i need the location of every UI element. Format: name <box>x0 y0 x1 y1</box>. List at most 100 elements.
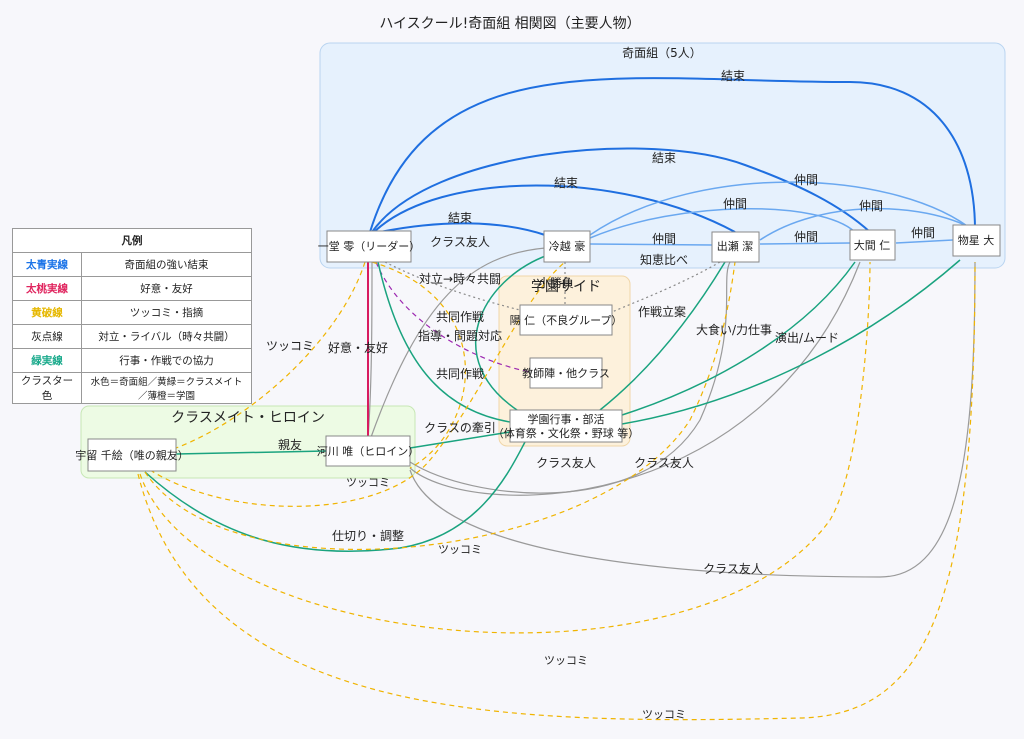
legend-row: 太桃実線 好意・友好 <box>12 276 252 301</box>
svg-text:冷越 豪: 冷越 豪 <box>549 239 586 253</box>
label-nakama-4: 仲間 <box>652 232 676 246</box>
label-taiji: 対立→時々共闘 <box>419 271 501 286</box>
svg-text:陽 仁（不良グループ）: 陽 仁（不良グループ） <box>510 313 623 327</box>
label-tsukkomi-4: ツッコミ <box>544 654 588 667</box>
node-chie[interactable]: 宇留 千絵（唯の親友） <box>75 438 189 472</box>
edge-kiyoshi-jin <box>759 242 851 245</box>
node-rei[interactable]: 一堂 零（リーダー） <box>318 230 421 263</box>
edge-jin-events <box>621 261 856 416</box>
label-classpull: クラスの牽引 <box>424 420 496 435</box>
edge-jin-dai <box>895 239 954 244</box>
legend-table: 凡例 太青実線 奇面組の強い結束 太桃実線 好意・友好 黄破線 ツッコミ・指摘 … <box>12 228 252 404</box>
node-events[interactable]: 学園行事・部活 （体育祭・文化祭・野球 等） <box>493 409 640 443</box>
label-tsukkomi-2: ツッコミ <box>346 476 390 489</box>
legend-desc: 好意・友好 <box>81 276 252 301</box>
label-enshutsu: 演出/ムード <box>775 330 839 345</box>
edge-rei-kiyoshi <box>373 184 736 233</box>
edge-dai-events <box>621 259 961 425</box>
edge-yui-kiyoshi <box>409 261 731 494</box>
edge-yui-rei-tsukkomi <box>371 261 467 469</box>
cluster-label-kimengumi: 奇面組（5人） <box>622 46 702 60</box>
edge-chie-events <box>144 441 526 553</box>
label-nakama-1: 仲間 <box>794 173 818 187</box>
edge-chie-kiyoshi <box>144 261 736 550</box>
node-yui[interactable]: 河川 唯（ヒロイン） <box>317 435 420 467</box>
edge-go-jin <box>589 207 856 239</box>
legend-key: 太桃実線 <box>12 276 82 301</box>
label-tsukkomi-3: ツッコミ <box>438 543 482 556</box>
legend-key: クラスター色 <box>12 372 82 404</box>
legend-row: 緑実線 行事・作戦での協力 <box>12 348 252 373</box>
node-go[interactable]: 冷越 豪 <box>543 230 591 263</box>
svg-text:一堂 零（リーダー）: 一堂 零（リーダー） <box>318 239 421 253</box>
edge-chie-dai <box>137 261 976 721</box>
node-dai[interactable]: 物星 大 <box>952 224 1001 257</box>
label-shidou: 指導・問題対応 <box>418 328 502 343</box>
node-teachers[interactable]: 教師陣・他クラス <box>522 357 610 389</box>
label-koui: 好意・友好 <box>328 340 388 355</box>
svg-text:宇留 千絵（唯の親友）: 宇留 千絵（唯の親友） <box>75 448 189 462</box>
label-classfriend-4: クラス友人 <box>703 562 763 576</box>
node-jin[interactable]: 大間 仁 <box>849 229 896 261</box>
legend-key: 太青実線 <box>12 252 82 277</box>
edge-rei-jin <box>371 147 871 233</box>
svg-text:出瀬 潔: 出瀬 潔 <box>717 239 754 253</box>
edge-rei-dai <box>369 77 976 233</box>
legend-desc: 対立・ライバル（時々共闘） <box>81 324 252 349</box>
edge-rei-go <box>379 222 546 236</box>
edge-go-yui <box>369 247 546 441</box>
svg-text:（体育祭・文化祭・野球 等）: （体育祭・文化祭・野球 等） <box>493 426 640 440</box>
label-tsukkomi-1: ツッコミ <box>266 339 314 353</box>
edge-yui-events <box>409 431 511 449</box>
legend-desc: 行事・作戦での協力 <box>81 348 252 373</box>
label-classfriend-top: クラス友人 <box>430 235 490 249</box>
edge-yui-jin <box>409 261 861 496</box>
edge-yui-dai <box>409 261 976 578</box>
legend-desc: ツッコミ・指摘 <box>81 300 252 325</box>
node-kiyoshi[interactable]: 出瀬 潔 <box>711 231 760 263</box>
label-kessoku-2: 結束 <box>652 151 676 165</box>
edge-chie-jin <box>139 261 871 634</box>
cluster-label-classmates: クラスメイト・ヒロイン <box>171 410 325 426</box>
edge-rei-teachers <box>375 261 531 373</box>
edge-kiyoshi-jin2 <box>611 261 721 313</box>
edge-go-events <box>475 254 549 413</box>
svg-text:教師陣・他クラス: 教師陣・他クラス <box>522 367 610 380</box>
edge-chie-rei <box>175 261 366 449</box>
label-classfriend-2: クラス友人 <box>536 456 596 470</box>
legend-title: 凡例 <box>12 228 252 253</box>
edge-go-dai <box>589 181 976 236</box>
label-nakama-3: 仲間 <box>859 199 883 213</box>
label-kessoku-4: 結束 <box>448 211 472 225</box>
label-nakama-5: 仲間 <box>794 230 818 244</box>
label-nakama-6: 仲間 <box>911 226 935 240</box>
label-ookui: 大食い/力仕事 <box>696 322 772 337</box>
label-kessoku-1: 結束 <box>721 69 745 83</box>
svg-text:河川 唯（ヒロイン）: 河川 唯（ヒロイン） <box>317 445 420 458</box>
label-kessoku-3: 結束 <box>554 176 578 190</box>
legend-key: 黄破線 <box>12 300 82 325</box>
edge-rei-events <box>377 261 511 423</box>
label-chiebe: 知恵比べ <box>640 253 688 267</box>
legend-row: 黄破線 ツッコミ・指摘 <box>12 300 252 325</box>
legend-row: クラスター色 水色＝奇面組／黄緑＝クラスメイト／薄橙＝学園 <box>12 372 252 404</box>
legend-desc: 水色＝奇面組／黄緑＝クラスメイト／薄橙＝学園 <box>81 372 252 404</box>
edge-chie-go <box>149 261 566 507</box>
label-shinyu: 親友 <box>278 438 302 452</box>
legend-row: 灰点線 対立・ライバル（時々共闘） <box>12 324 252 349</box>
label-kyodo-2: 共同作戦 <box>436 367 484 381</box>
edge-go-kiyoshi <box>589 243 713 246</box>
node-jin2[interactable]: 陽 仁（不良グループ） <box>510 304 623 336</box>
label-kobun: 小勝負 <box>538 275 574 290</box>
legend-key: 灰点線 <box>12 324 82 349</box>
label-nakama-2: 仲間 <box>723 197 747 211</box>
label-sakusenritsuan: 作戦立案 <box>638 304 686 319</box>
page-title: ハイスクール!奇面組 相関図（主要人物） <box>379 15 640 32</box>
legend-key: 緑実線 <box>12 348 82 373</box>
edge-kiyoshi-events <box>599 261 726 411</box>
edge-rei-yui-gray <box>367 261 373 441</box>
cluster-label-school: 学園サイド <box>531 279 601 295</box>
legend-desc: 奇面組の強い結束 <box>81 252 252 277</box>
